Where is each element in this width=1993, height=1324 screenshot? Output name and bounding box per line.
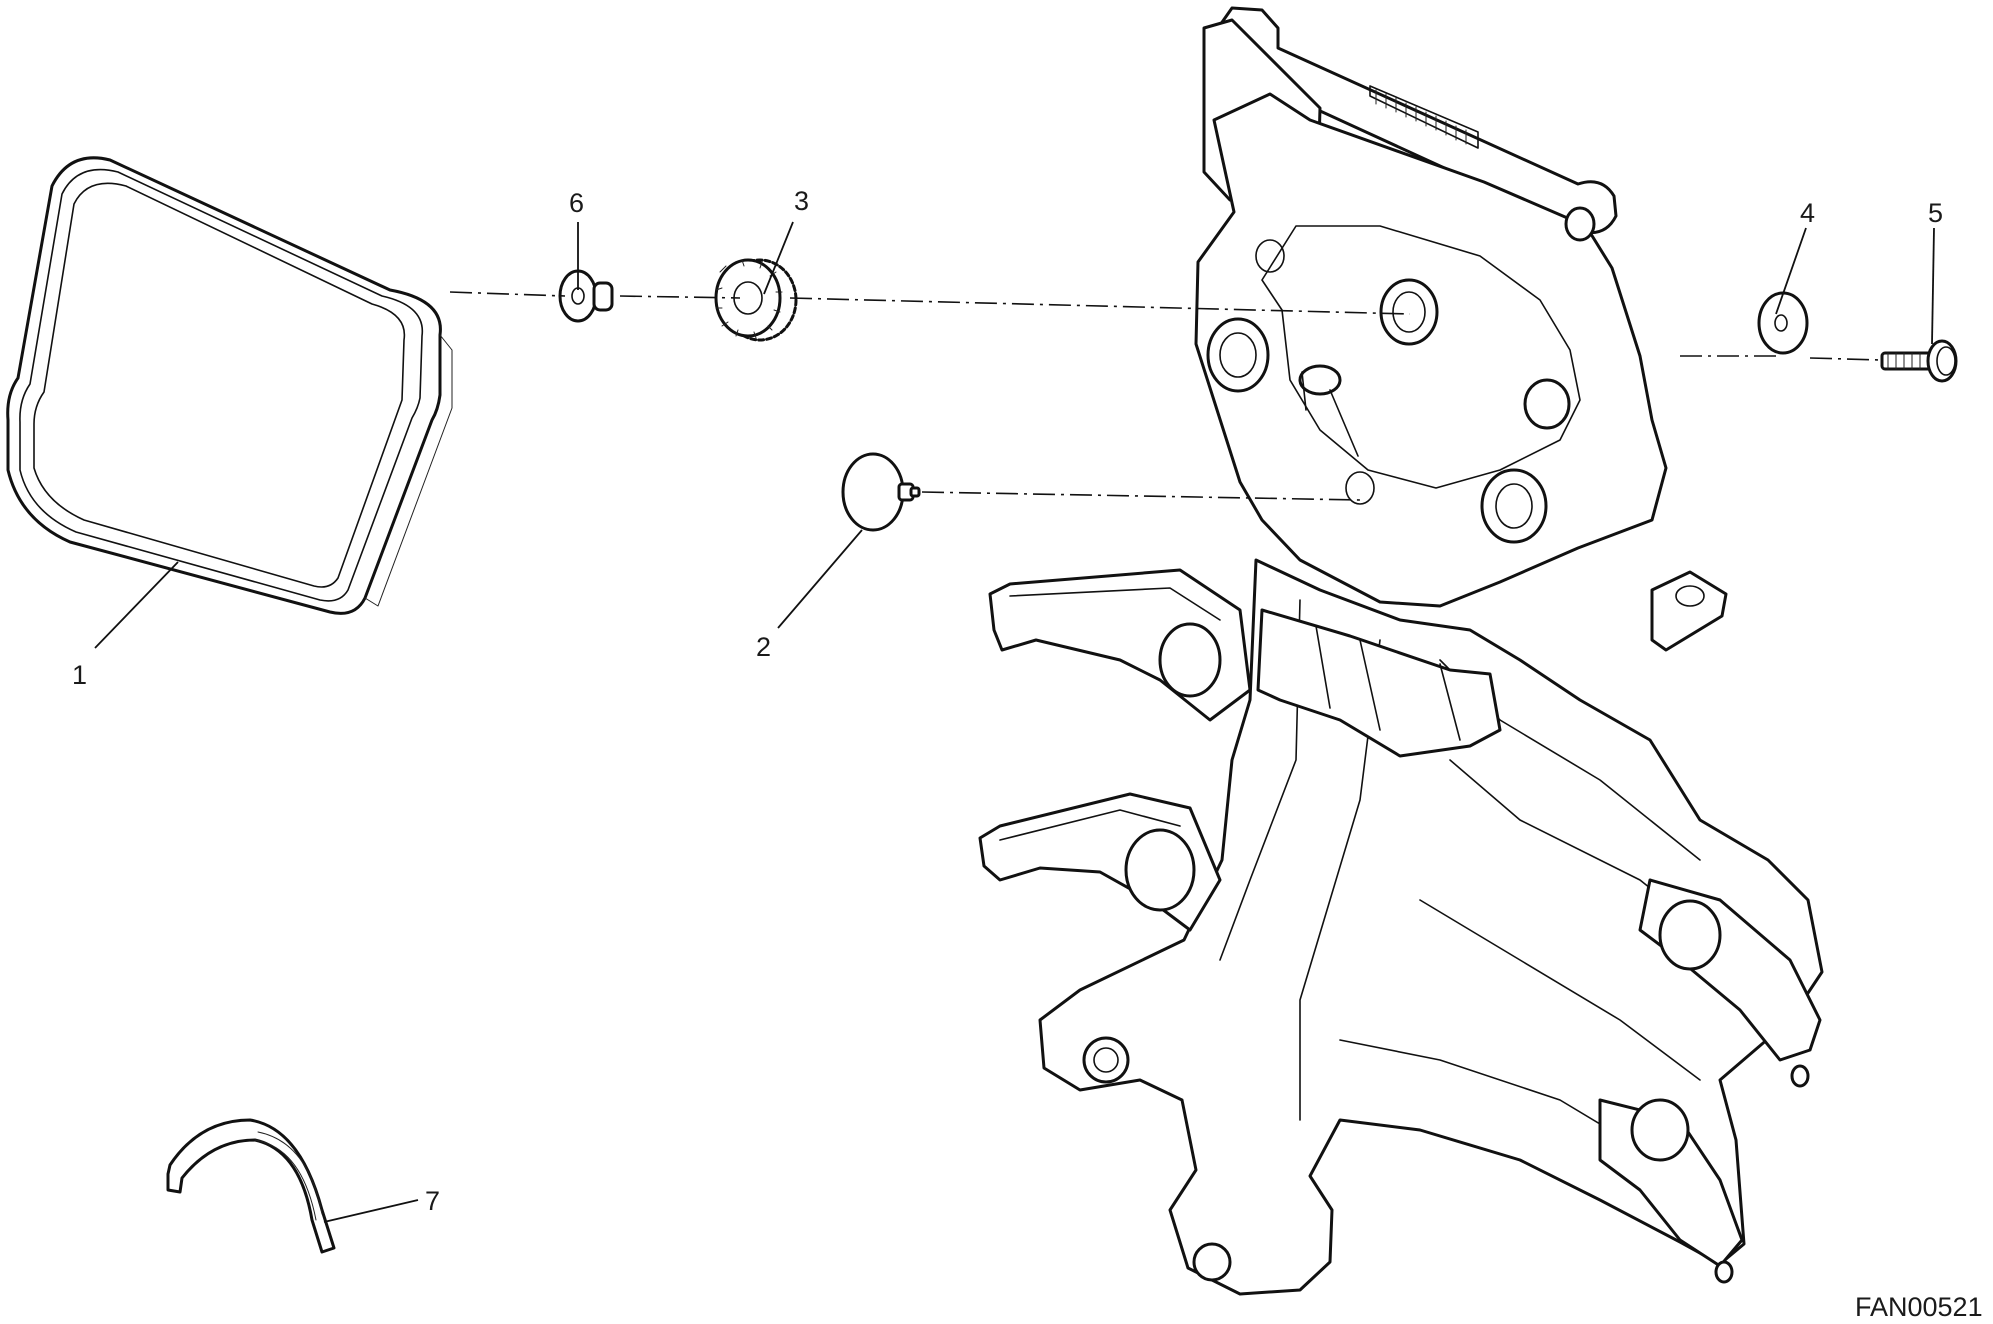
leader-lines bbox=[94, 221, 1935, 1223]
leader-line-2 bbox=[777, 529, 863, 629]
leader-line-5 bbox=[1931, 227, 1935, 345]
callout-7: 7 bbox=[425, 1186, 440, 1216]
part-4-washer bbox=[1757, 291, 1809, 355]
callout-1: 1 bbox=[72, 660, 87, 690]
callout-3: 3 bbox=[794, 186, 809, 216]
axis-line-far-right bbox=[1809, 357, 1883, 361]
part-2-cap bbox=[841, 452, 921, 532]
part-5-screw bbox=[1880, 339, 1958, 383]
support-frame-bracket bbox=[978, 6, 1824, 1296]
assembly-axis-lines bbox=[449, 291, 1883, 501]
leader-line-7 bbox=[323, 1199, 419, 1223]
part-1-display-frame bbox=[6, 156, 453, 615]
part-6-grommet bbox=[558, 269, 614, 323]
callout-labels: 1 2 3 4 5 6 7 bbox=[72, 186, 1943, 1216]
leader-line-4 bbox=[1775, 227, 1807, 315]
part-3-toothed-bush bbox=[714, 258, 798, 342]
axis-line-upper-left bbox=[449, 291, 566, 297]
leader-line-1 bbox=[94, 561, 179, 649]
part-7-adhesive-strip bbox=[166, 1118, 336, 1254]
leader-line-3 bbox=[763, 221, 794, 295]
figure-reference-code: FAN00521 bbox=[1855, 1292, 1983, 1322]
callout-5: 5 bbox=[1928, 198, 1943, 228]
axis-line-upper-right bbox=[789, 297, 1411, 315]
callout-6: 6 bbox=[569, 188, 584, 218]
axis-line-upper-mid bbox=[619, 295, 741, 299]
callout-2: 2 bbox=[756, 632, 771, 662]
callout-4: 4 bbox=[1800, 198, 1815, 228]
